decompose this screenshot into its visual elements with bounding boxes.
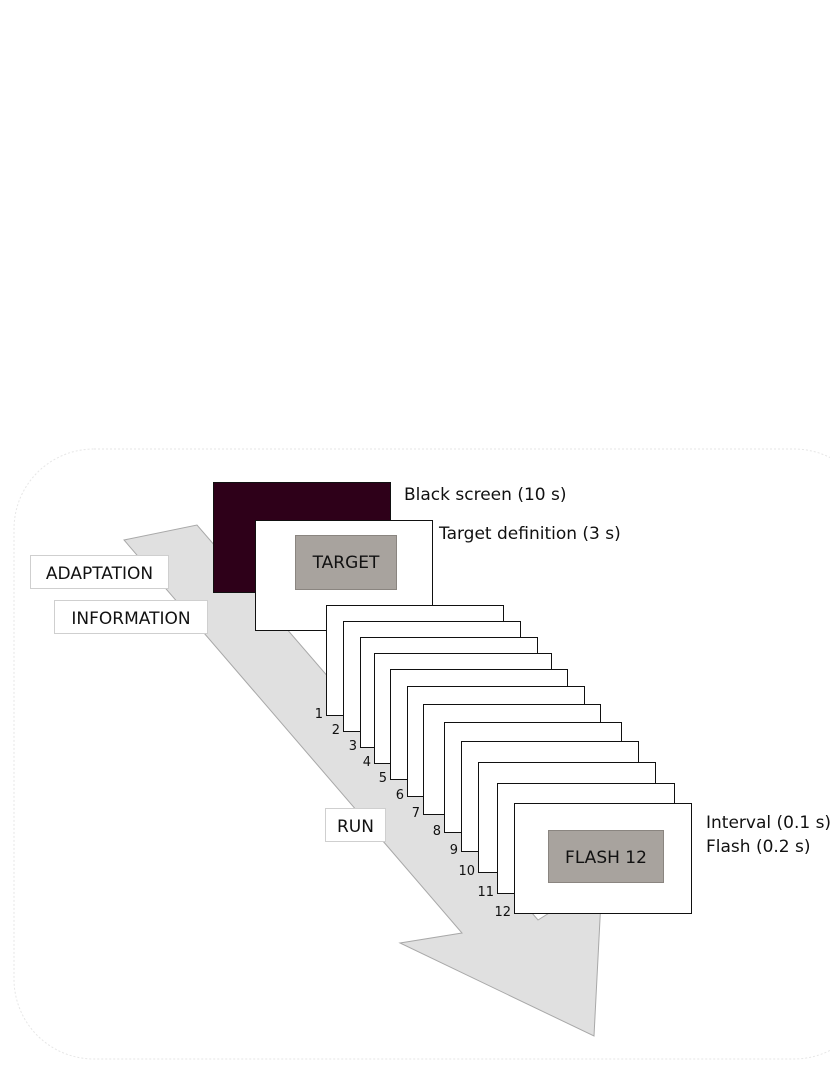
flash-frames [326,605,675,894]
black-screen-label: Black screen (10 s) [404,485,566,505]
target-definition-label: Target definition (3 s) [438,524,621,544]
flash-number-label: 6 [396,788,404,803]
flash-number-label: 9 [450,843,458,858]
adaptation-label: ADAPTATION [46,564,153,584]
flash-number-label: 5 [379,771,387,786]
flash-label: FLASH 12 [565,848,647,868]
information-box [54,600,208,634]
flash-box [548,830,664,883]
run-label: RUN [337,817,374,837]
flash-number-label: 3 [349,739,357,754]
information-label: INFORMATION [71,609,190,629]
flash-number-label: 7 [412,806,420,821]
adaptation-box [30,555,169,589]
run-box [325,808,386,842]
target-label: TARGET [312,553,380,573]
flash-number-label: 11 [477,885,494,900]
interval-label: Interval (0.1 s) [706,813,830,833]
flash-number-label: 12 [494,905,511,920]
flash-number-label: 2 [332,723,340,738]
flash-number-label: 8 [433,824,441,839]
flash-number-label: 4 [363,755,371,770]
flash-number-label: 1 [315,707,323,722]
flash-number-label: 10 [458,864,475,879]
target-box [295,535,397,590]
flash-duration-label: Flash (0.2 s) [706,837,811,857]
